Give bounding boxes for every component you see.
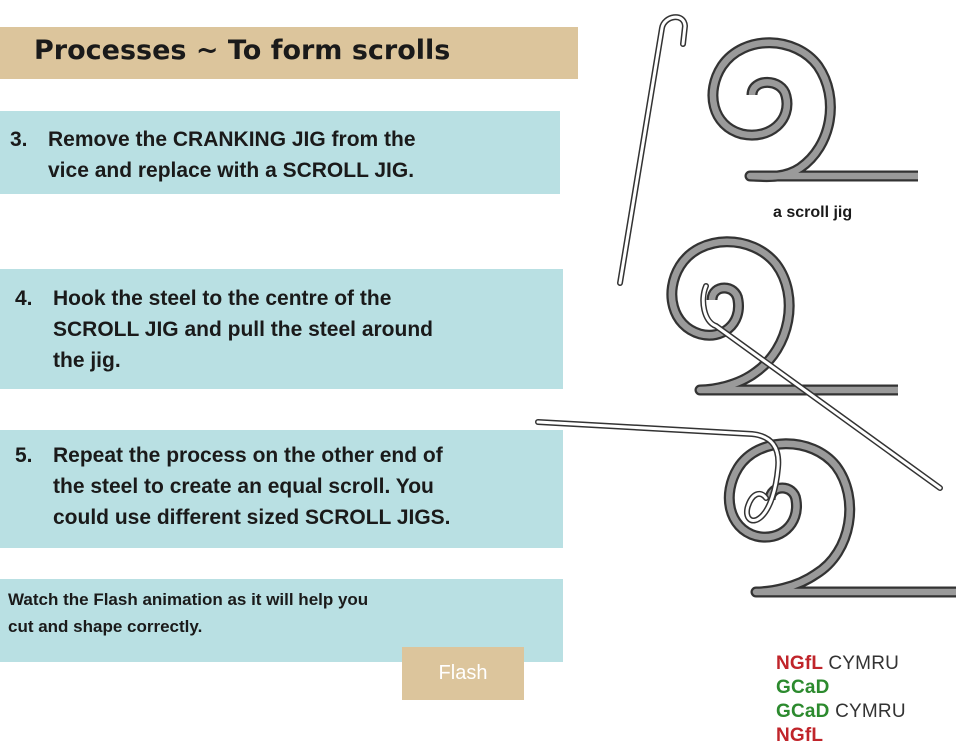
step-4-panel: 4. Hook the steel to the centre of the S…	[0, 269, 563, 389]
logo-text: CYMRU	[835, 701, 906, 722]
scroll-jig-3	[535, 419, 956, 598]
flash-note-panel: Watch the Flash animation as it will hel…	[0, 579, 563, 662]
step-3-panel: 3. Remove the CRANKING JIG from the vice…	[0, 111, 560, 194]
logo-text: NGfL	[776, 725, 824, 746]
title-bar: Processes ~ To form scrolls	[0, 27, 578, 79]
step-line: Remove the CRANKING JIG from the	[48, 128, 416, 151]
step-line: Hook the steel to the centre of the	[53, 287, 392, 310]
step-line: vice and replace with a SCROLL JIG.	[48, 159, 415, 182]
note-line: Watch the Flash animation as it will hel…	[8, 590, 369, 609]
step-line: Repeat the process on the other end of	[53, 444, 443, 467]
step-number: 5.	[15, 444, 33, 467]
logo-text: CYMRU	[828, 653, 900, 674]
ngfl-cymru-logo: NGfL CYMRU GCaD GCaD CYMRU NGfL	[776, 652, 956, 746]
page-title: Processes ~ To form scrolls	[34, 35, 451, 66]
step-number: 4.	[15, 287, 33, 310]
step-line: could use different sized SCROLL JIGS.	[53, 506, 451, 529]
scroll-jig-1	[707, 37, 918, 183]
step-line: the jig.	[53, 349, 121, 372]
step-number: 3.	[10, 128, 28, 151]
step-5-panel: 5. Repeat the process on the other end o…	[0, 430, 563, 548]
scroll-jig-illustration	[535, 14, 956, 598]
steel-rod	[617, 14, 689, 286]
note-line: cut and shape correctly.	[8, 617, 203, 636]
flash-button[interactable]: Flash	[402, 647, 524, 700]
step-line: the steel to create an equal scroll. You	[53, 475, 434, 498]
logo-text: GCaD	[776, 677, 830, 698]
logo-text: GCaD	[776, 701, 830, 722]
step-line: SCROLL JIG and pull the steel around	[53, 318, 433, 341]
logo-text: NGfL	[776, 653, 823, 674]
scroll-jig-2	[666, 236, 943, 491]
scroll-jig-caption: a scroll jig	[773, 204, 853, 221]
